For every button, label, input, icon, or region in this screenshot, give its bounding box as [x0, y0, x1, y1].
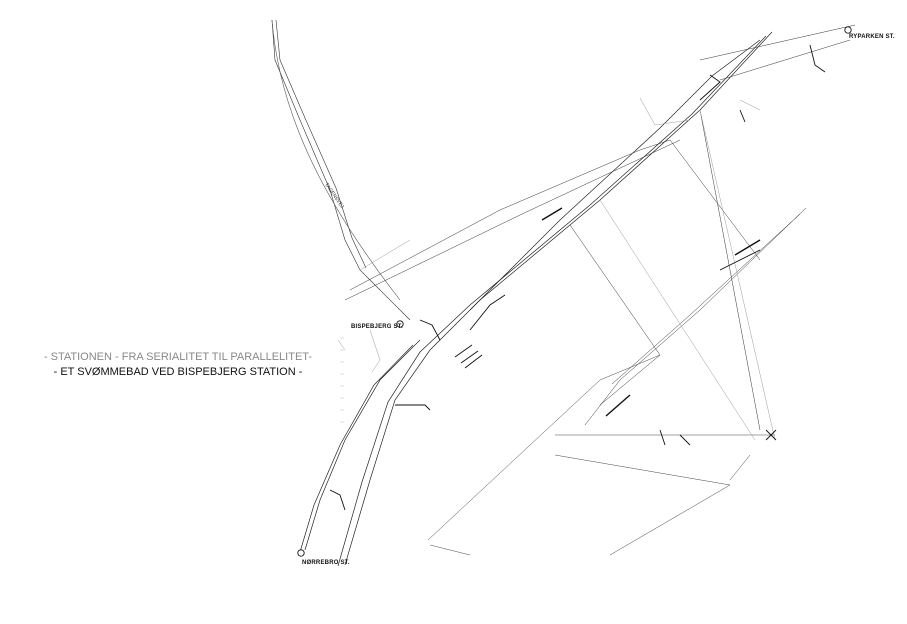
scale-ticks — [340, 337, 344, 423]
station-label-norrebro: NØRREBRO ST. — [302, 560, 350, 566]
station-label-bispebjerg: BISPEBJERG ST. — [351, 324, 403, 330]
building-details — [329, 44, 826, 511]
railway-lines — [299, 31, 773, 567]
map-title: - STATIONEN - FRA SERIALITET TIL PARALLE… — [18, 350, 338, 380]
south-east-wedge — [427, 354, 775, 556]
title-line-1: - STATIONEN - FRA SERIALITET TIL PARALLE… — [43, 351, 313, 363]
platform-marks — [541, 207, 761, 417]
title-line-2: - ET SVØMMEBAD VED BISPEBJERG STATION - — [53, 366, 303, 378]
station-marker-norrebro — [297, 549, 305, 557]
station-marker-ryparken — [844, 26, 852, 34]
cross-marker — [765, 429, 777, 441]
tagensvej-road — [271, 19, 411, 321]
connecting-lines — [344, 24, 856, 431]
station-label-ryparken: RYPARKEN ST. — [849, 34, 895, 40]
faint-lines — [337, 97, 776, 441]
station-marker-bispebjerg — [396, 320, 404, 328]
